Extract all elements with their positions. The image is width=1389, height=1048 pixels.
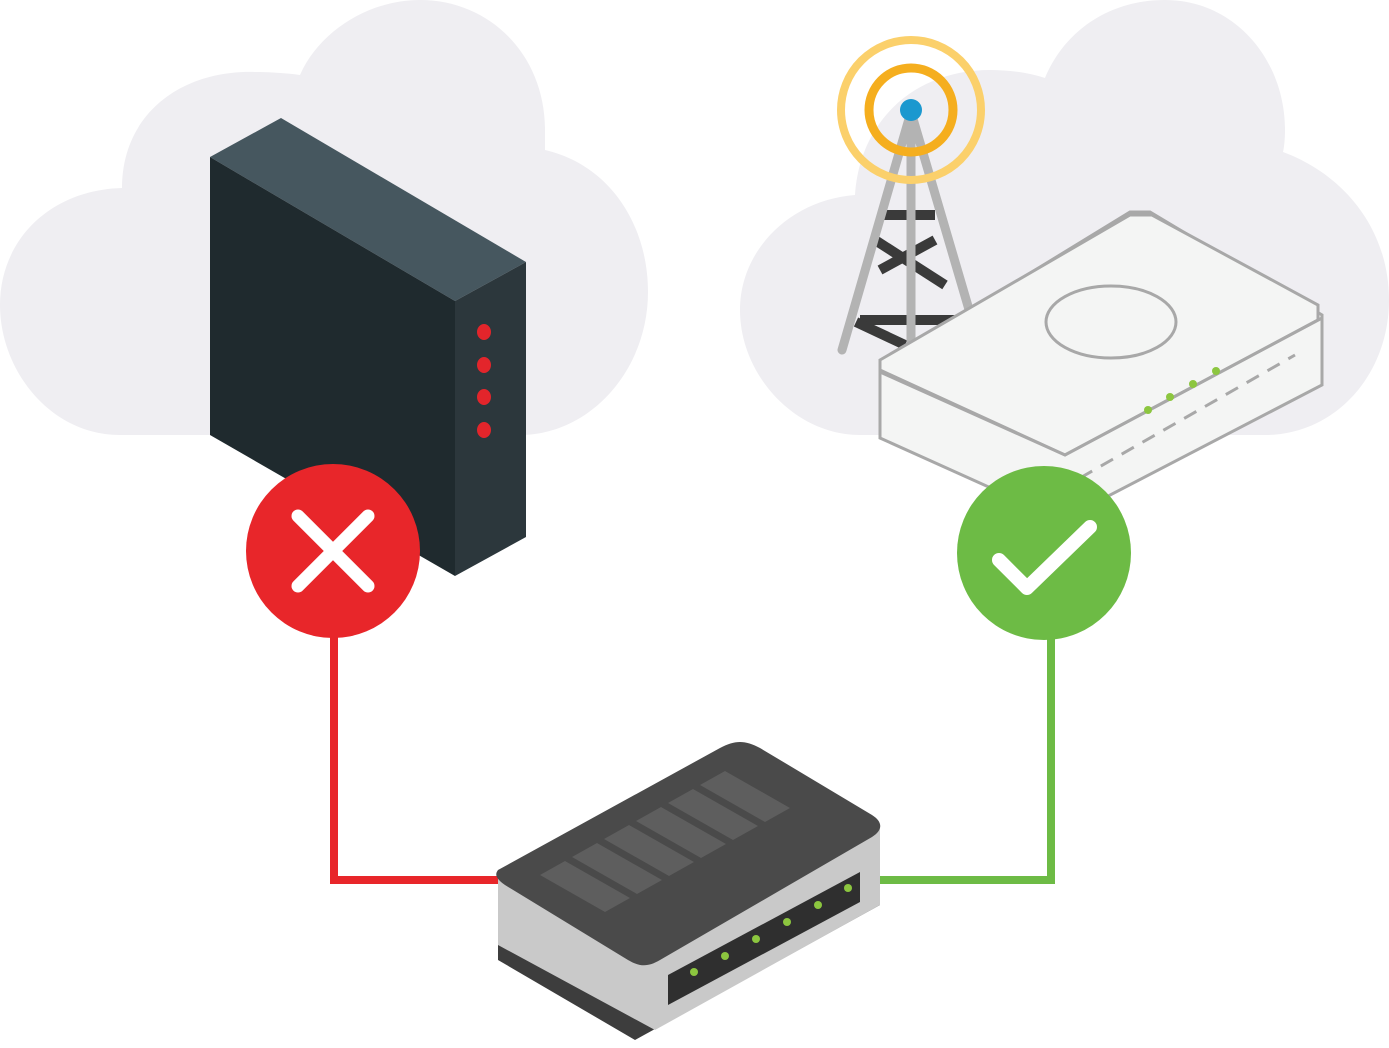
- server-led: [477, 389, 491, 405]
- checkmark-icon: [992, 520, 1097, 595]
- server-icon: [210, 118, 526, 576]
- success-badge: [957, 466, 1131, 640]
- x-icon: [291, 509, 375, 593]
- server-led: [477, 324, 491, 340]
- modem-led: [1189, 380, 1197, 388]
- server-led: [477, 357, 491, 373]
- network-switch-icon: [496, 742, 881, 1040]
- switch-led: [844, 884, 852, 892]
- signal-inner-ring: [864, 63, 958, 157]
- cell-tower-icon: [837, 36, 985, 355]
- signal-outer-ring: [837, 36, 985, 184]
- switch-led: [752, 935, 760, 943]
- modem-led: [1212, 367, 1220, 375]
- wireless-modem-icon: [878, 210, 1324, 522]
- modem-led: [1144, 406, 1152, 414]
- switch-led: [721, 952, 729, 960]
- success-connection-line: [878, 636, 1055, 884]
- antenna-tip: [900, 99, 922, 121]
- server-led: [477, 422, 491, 438]
- fail-badge: [246, 464, 420, 638]
- modem-dome: [1044, 284, 1178, 360]
- modem-led: [1166, 393, 1174, 401]
- switch-led: [690, 968, 698, 976]
- switch-led: [783, 918, 791, 926]
- fail-connection-line: [330, 636, 500, 884]
- switch-led: [814, 901, 822, 909]
